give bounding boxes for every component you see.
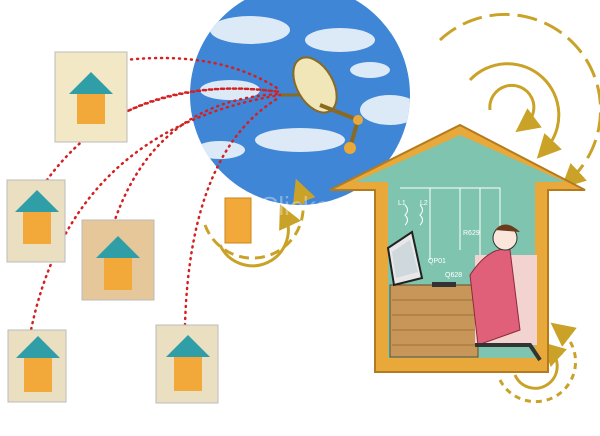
- satellite-dish-icon: [280, 56, 363, 154]
- computer-monitor-icon: [386, 230, 456, 287]
- house-card: [54, 51, 128, 143]
- house-card: [6, 179, 66, 263]
- main-house: [329, 123, 586, 373]
- house-card: [81, 219, 155, 301]
- circuit-label: L1: [398, 200, 406, 207]
- house-mini: [224, 197, 252, 244]
- watermark: iClickart: [254, 191, 347, 221]
- circuit-labels: L1 L2 R629 QP01 Q628: [398, 200, 480, 279]
- circuit-label: L2: [420, 200, 428, 207]
- circuit-label: QP01: [428, 258, 446, 265]
- house-card: [155, 324, 219, 404]
- house-card: [7, 329, 67, 403]
- desk: [389, 284, 479, 358]
- remote-houses: [6, 51, 252, 404]
- circuit-label: R629: [463, 230, 480, 237]
- circuit-label: Q628: [445, 272, 462, 279]
- person-at-computer: [469, 224, 542, 362]
- signal-arrows: [203, 12, 600, 404]
- circuit-diagram: [400, 187, 501, 280]
- connection-lines: [28, 56, 282, 337]
- sky-globe: [190, 0, 410, 205]
